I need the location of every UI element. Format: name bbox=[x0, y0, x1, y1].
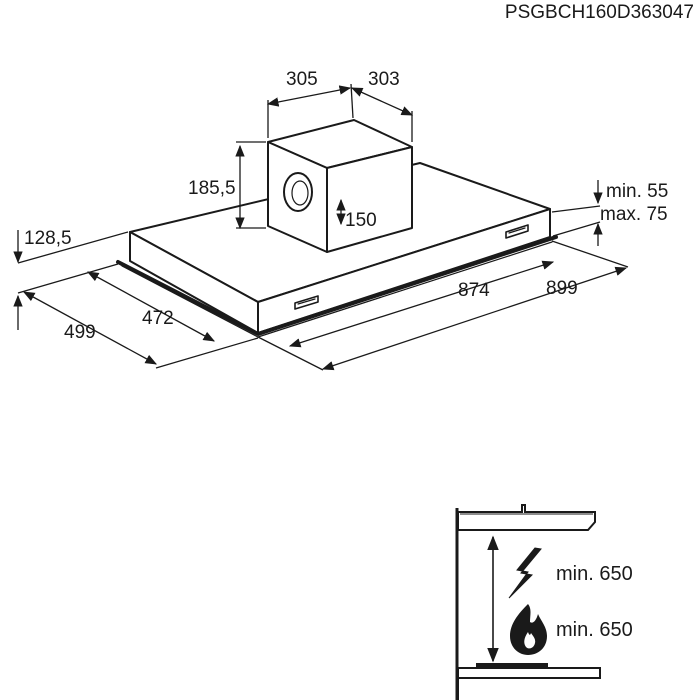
flame-icon bbox=[510, 604, 547, 655]
label-chimney-height: 185,5 bbox=[188, 178, 236, 199]
label-chimney-depth: 303 bbox=[368, 69, 400, 90]
canopy-handle-right bbox=[505, 224, 529, 239]
label-canopy-height: 128,5 bbox=[24, 228, 72, 249]
label-depth-inner: 472 bbox=[142, 308, 174, 329]
counter-top bbox=[457, 667, 601, 679]
gas-clearance-label: min. 650 bbox=[556, 619, 633, 641]
lightning-icon bbox=[508, 547, 542, 599]
label-depth-outer: 499 bbox=[64, 322, 96, 343]
duct-outlet bbox=[283, 172, 313, 212]
label-width-inner: 874 bbox=[458, 280, 490, 301]
label-gap-min: min. 55 bbox=[606, 181, 668, 202]
model-code: PSGBCH160D363047 bbox=[505, 2, 694, 23]
dimension-lines: 305 303 185,5 150 128,5 499 472 874 899 … bbox=[13, 69, 668, 371]
hood-profile bbox=[457, 504, 596, 531]
label-duct-diameter: 150 bbox=[345, 210, 377, 231]
label-width-outer: 899 bbox=[546, 278, 578, 299]
label-gap-max: max. 75 bbox=[600, 204, 668, 225]
electric-clearance-label: min. 650 bbox=[556, 563, 633, 585]
hood-drawing bbox=[116, 119, 558, 338]
label-chimney-width: 305 bbox=[286, 69, 318, 90]
chimney-right-face bbox=[326, 146, 413, 253]
clearance-diagram bbox=[455, 504, 601, 700]
